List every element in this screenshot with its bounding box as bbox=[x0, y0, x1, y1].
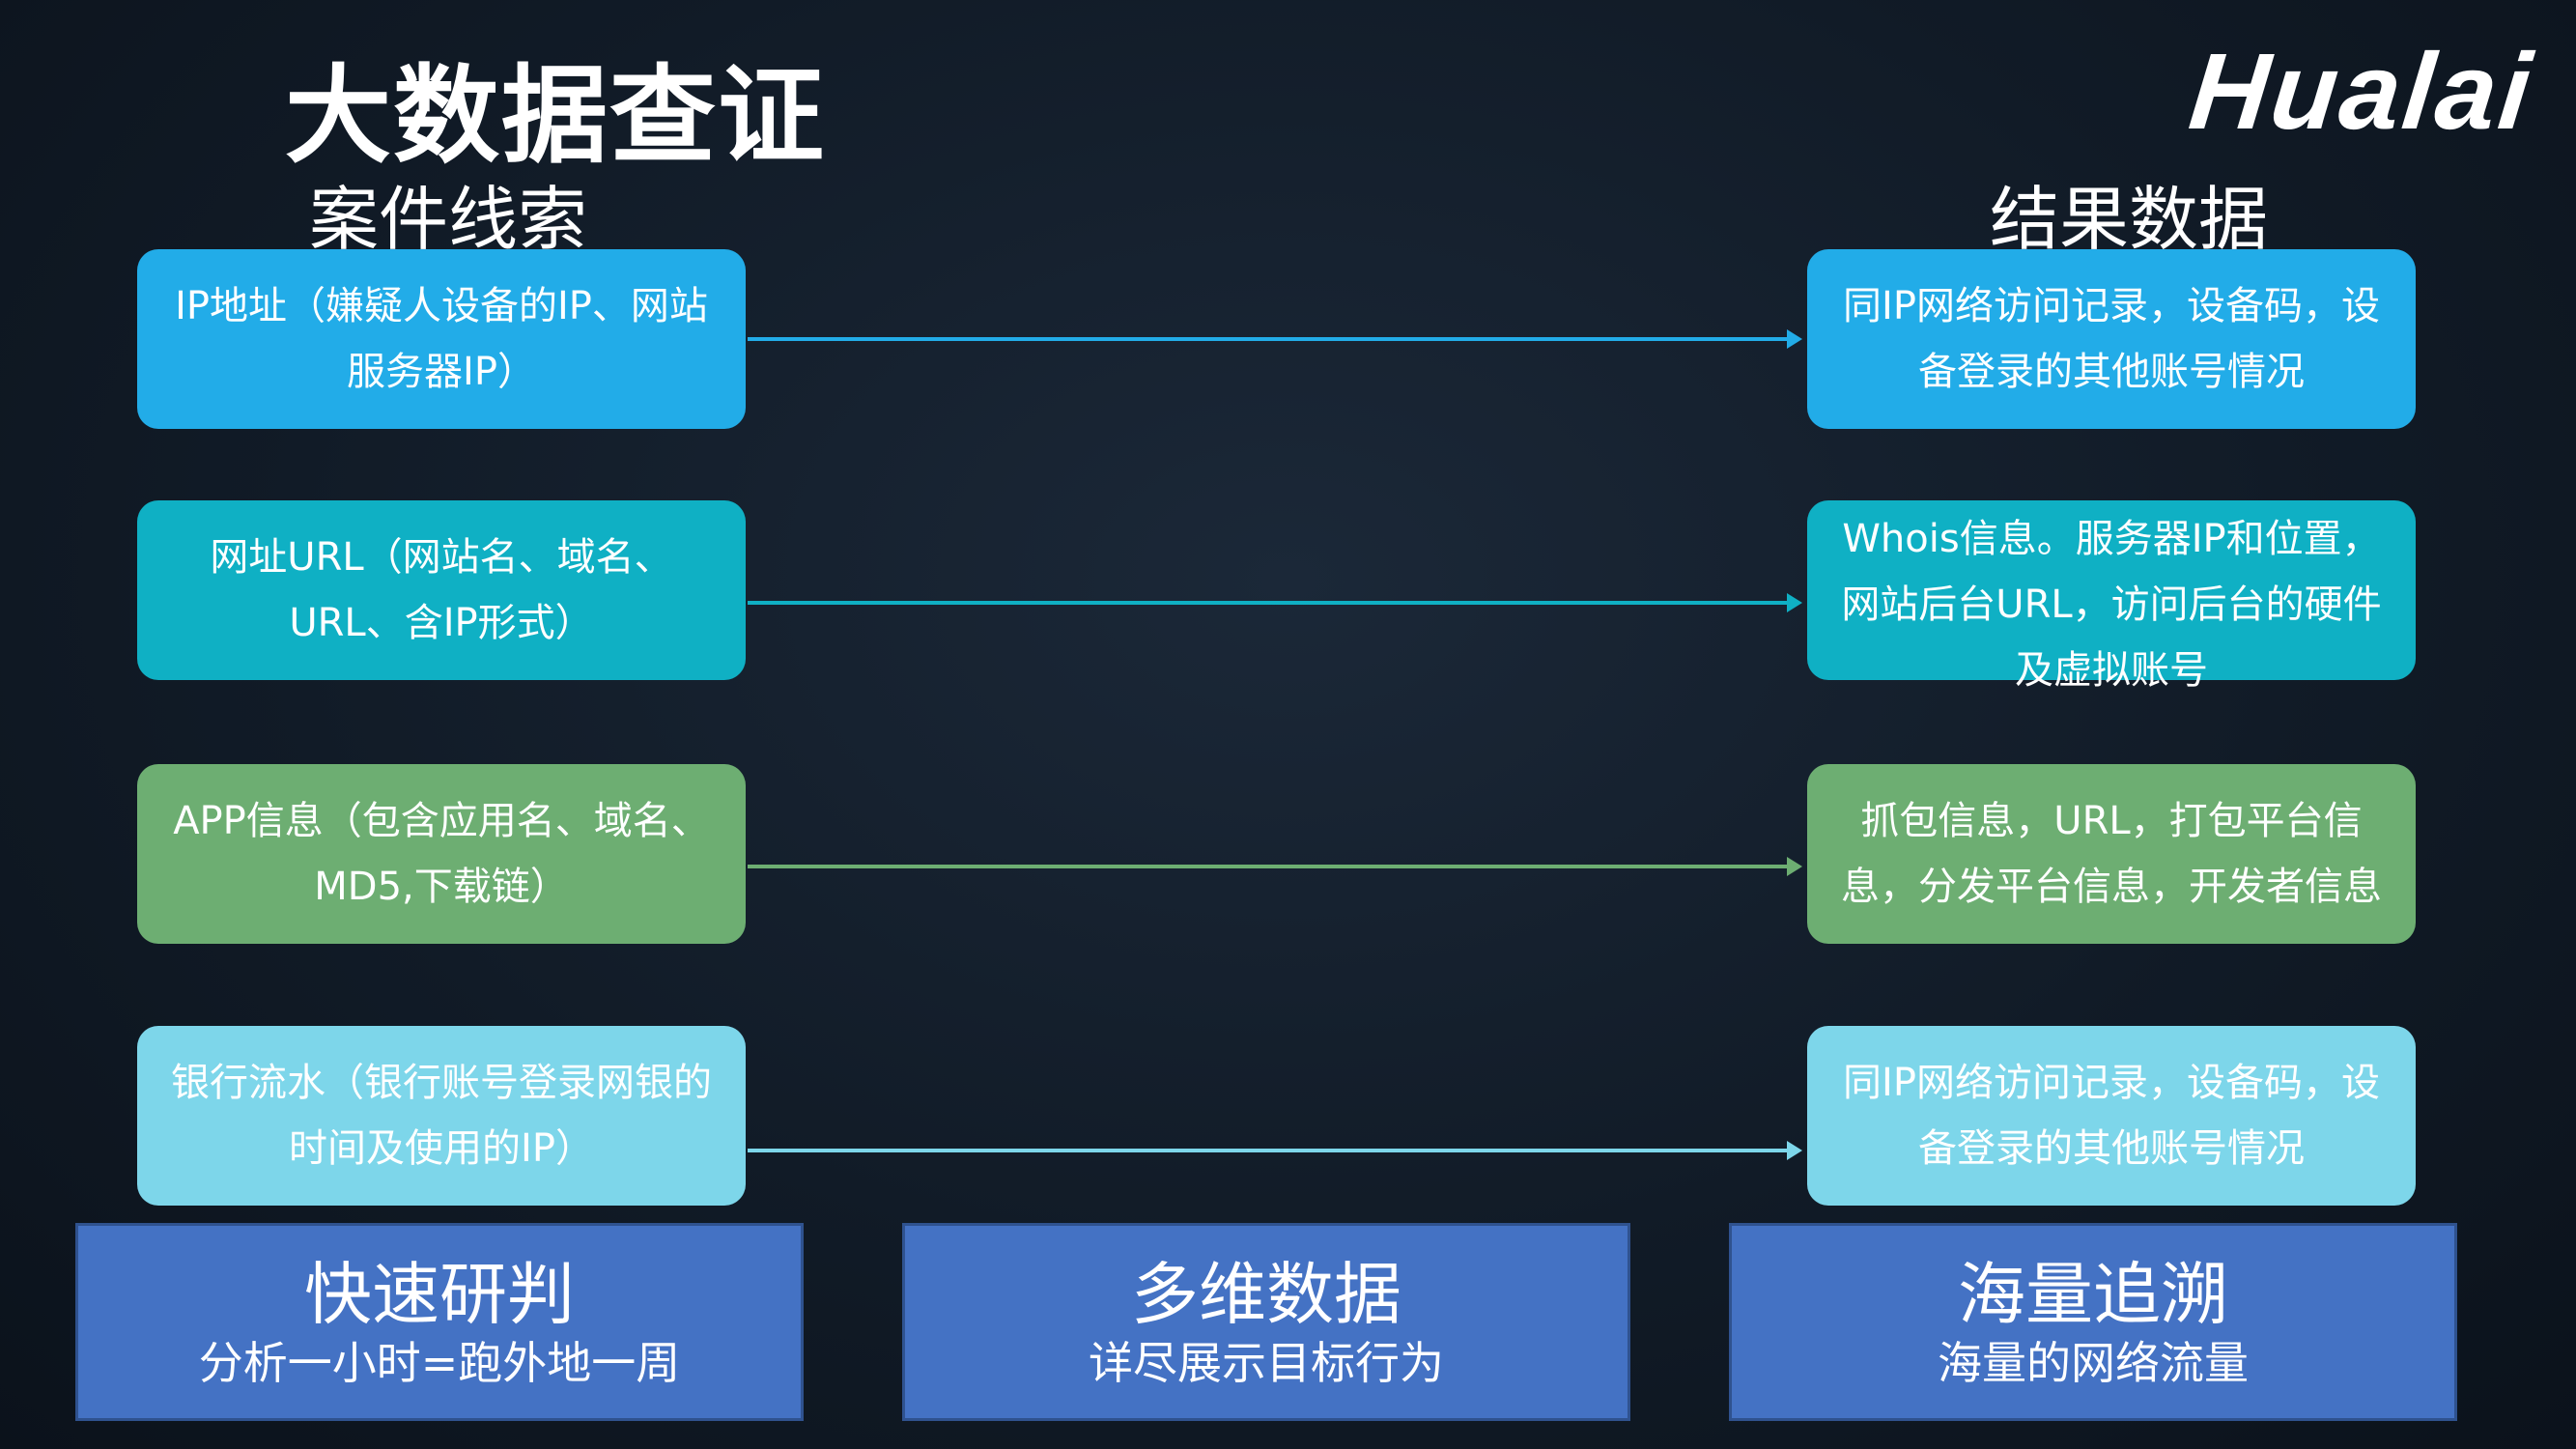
result-box-ip: 同IP网络访问记录，设备码，设备登录的其他账号情况 bbox=[1807, 249, 2416, 429]
arrow-bank bbox=[748, 1141, 1802, 1160]
left-column-header: 案件线索 bbox=[309, 179, 588, 260]
clue-box-bank: 银行流水（银行账号登录网银的时间及使用的IP） bbox=[137, 1026, 746, 1206]
arrow-url bbox=[748, 593, 1802, 612]
clue-box-url: 网址URL（网站名、域名、URL、含IP形式） bbox=[137, 500, 746, 680]
page-title: 大数据查证 bbox=[285, 54, 826, 178]
result-box-url: Whois信息。服务器IP和位置，网站后台URL，访问后台的硬件及虚拟账号 bbox=[1807, 500, 2416, 693]
feature-card-heading: 快速研判 bbox=[304, 1254, 575, 1334]
clue-box-app: APP信息（包含应用名、域名、MD5,下载链） bbox=[137, 764, 746, 944]
feature-card-multidim: 多维数据 详尽展示目标行为 bbox=[902, 1223, 1630, 1421]
feature-card-heading: 海量追溯 bbox=[1958, 1254, 2228, 1334]
right-column-header: 结果数据 bbox=[1990, 179, 2269, 260]
arrow-app bbox=[748, 857, 1802, 876]
feature-card-sub: 海量的网络流量 bbox=[1938, 1336, 2249, 1389]
result-box-bank: 同IP网络访问记录，设备码，设备登录的其他账号情况 bbox=[1807, 1026, 2416, 1206]
feature-card-fast: 快速研判 分析一小时=跑外地一周 bbox=[75, 1223, 804, 1421]
result-box-app: 抓包信息，URL，打包平台信息，分发平台信息，开发者信息 bbox=[1807, 764, 2416, 944]
hualai-logo: Hualai bbox=[2184, 31, 2539, 152]
feature-card-heading: 多维数据 bbox=[1131, 1254, 1401, 1334]
clue-box-ip: IP地址（嫌疑人设备的IP、网站服务器IP） bbox=[137, 249, 746, 429]
arrow-ip bbox=[748, 329, 1802, 349]
feature-card-trace: 海量追溯 海量的网络流量 bbox=[1729, 1223, 2457, 1421]
feature-card-sub: 详尽展示目标行为 bbox=[1089, 1336, 1444, 1389]
feature-card-sub: 分析一小时=跑外地一周 bbox=[198, 1336, 681, 1389]
